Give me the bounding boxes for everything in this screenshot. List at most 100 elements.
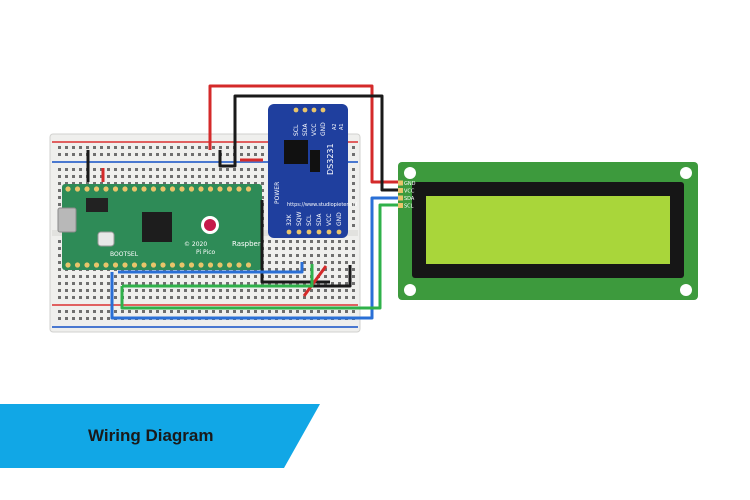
- breadboard-hole: [65, 175, 68, 178]
- breadboard-hole: [72, 153, 75, 156]
- breadboard-hole: [156, 289, 159, 292]
- breadboard-hole: [282, 268, 285, 271]
- breadboard-hole: [338, 240, 341, 243]
- breadboard-hole: [177, 175, 180, 178]
- breadboard-hole: [170, 289, 173, 292]
- breadboard-hole: [58, 261, 61, 264]
- breadboard-hole: [268, 240, 271, 243]
- breadboard-hole: [156, 168, 159, 171]
- breadboard-hole: [79, 153, 82, 156]
- breadboard-hole: [275, 289, 278, 292]
- breadboard-hole: [352, 196, 355, 199]
- breadboard-hole: [212, 168, 215, 171]
- rtc-eeprom: [310, 150, 320, 172]
- breadboard-hole: [317, 261, 320, 264]
- breadboard-hole: [163, 182, 166, 185]
- breadboard-hole: [205, 289, 208, 292]
- breadboard-hole: [275, 275, 278, 278]
- breadboard-hole: [72, 175, 75, 178]
- lcd-pin-label: VCC: [404, 189, 415, 195]
- breadboard-hole: [135, 168, 138, 171]
- pico-pin-pads: [65, 186, 252, 268]
- breadboard-hole: [79, 175, 82, 178]
- breadboard-hole: [135, 289, 138, 292]
- wire-green-scl: [120, 203, 400, 310]
- breadboard-hole: [205, 182, 208, 185]
- breadboard-hole: [247, 275, 250, 278]
- breadboard-hole: [163, 310, 166, 313]
- breadboard-hole: [58, 189, 61, 192]
- breadboard-hole: [142, 310, 145, 313]
- breadboard-hole: [233, 175, 236, 178]
- breadboard-hole: [58, 254, 61, 257]
- breadboard-hole: [226, 310, 229, 313]
- breadboard-hole: [156, 175, 159, 178]
- breadboard-hole: [128, 275, 131, 278]
- pico-pad: [65, 262, 71, 268]
- breadboard-hole: [149, 275, 152, 278]
- breadboard-hole: [240, 146, 243, 149]
- breadboard-hole: [149, 146, 152, 149]
- breadboard-hole: [289, 275, 292, 278]
- breadboard-hole: [100, 296, 103, 299]
- rtc-bottom-pad: [326, 229, 332, 235]
- breadboard-hole: [86, 289, 89, 292]
- breadboard-hole: [86, 182, 89, 185]
- breadboard-hole: [135, 296, 138, 299]
- breadboard-hole: [310, 247, 313, 250]
- banner: [0, 404, 320, 468]
- pico-pad: [93, 262, 100, 268]
- breadboard-hole: [212, 275, 215, 278]
- breadboard-hole: [163, 153, 166, 156]
- breadboard-hole: [275, 261, 278, 264]
- breadboard-hole: [72, 146, 75, 149]
- breadboard-hole: [58, 196, 61, 199]
- breadboard-hole: [289, 254, 292, 257]
- breadboard-hole: [303, 247, 306, 250]
- breadboard-hole: [247, 175, 250, 178]
- breadboard-hole: [58, 296, 61, 299]
- ds3231-module: DS3231 POWER https://www.studiopieters.n…: [268, 104, 357, 238]
- flash-chip: [86, 198, 108, 212]
- breadboard-hole: [324, 254, 327, 257]
- breadboard-hole: [303, 261, 306, 264]
- breadboard-hole: [191, 282, 194, 285]
- pico-pad: [84, 186, 90, 192]
- breadboard-hole: [65, 289, 68, 292]
- breadboard-hole: [338, 268, 341, 271]
- breadboard-hole: [79, 317, 82, 320]
- breadboard-hole: [184, 275, 187, 278]
- breadboard-hole: [135, 175, 138, 178]
- breadboard-hole: [198, 289, 201, 292]
- breadboard-hole: [247, 282, 250, 285]
- breadboard-hole: [163, 289, 166, 292]
- breadboard-hole: [107, 317, 110, 320]
- breadboard-hole: [121, 282, 124, 285]
- breadboard-hole: [345, 289, 348, 292]
- breadboard-hole: [170, 275, 173, 278]
- breadboard-hole: [324, 240, 327, 243]
- rtc-top-pad: [311, 107, 317, 113]
- breadboard-hole: [100, 282, 103, 285]
- breadboard-hole: [233, 275, 236, 278]
- breadboard-hole: [128, 296, 131, 299]
- breadboard-hole: [205, 168, 208, 171]
- breadboard-hole: [268, 268, 271, 271]
- lcd-pin-label: GND: [404, 181, 416, 187]
- breadboard-hole: [65, 310, 68, 313]
- breadboard-hole: [212, 146, 215, 149]
- breadboard-hole: [275, 268, 278, 271]
- lcd-screen: [426, 196, 670, 264]
- breadboard-hole: [352, 146, 355, 149]
- breadboard-hole: [303, 275, 306, 278]
- breadboard-hole: [303, 254, 306, 257]
- breadboard-hole: [198, 275, 201, 278]
- breadboard-hole: [310, 296, 313, 299]
- rtc-power-label: POWER: [274, 182, 281, 204]
- breadboard-hole: [219, 182, 222, 185]
- breadboard-hole: [226, 153, 229, 156]
- breadboard-hole: [352, 282, 355, 285]
- rtc-bottom-pads: [286, 229, 342, 235]
- breadboard-hole: [219, 168, 222, 171]
